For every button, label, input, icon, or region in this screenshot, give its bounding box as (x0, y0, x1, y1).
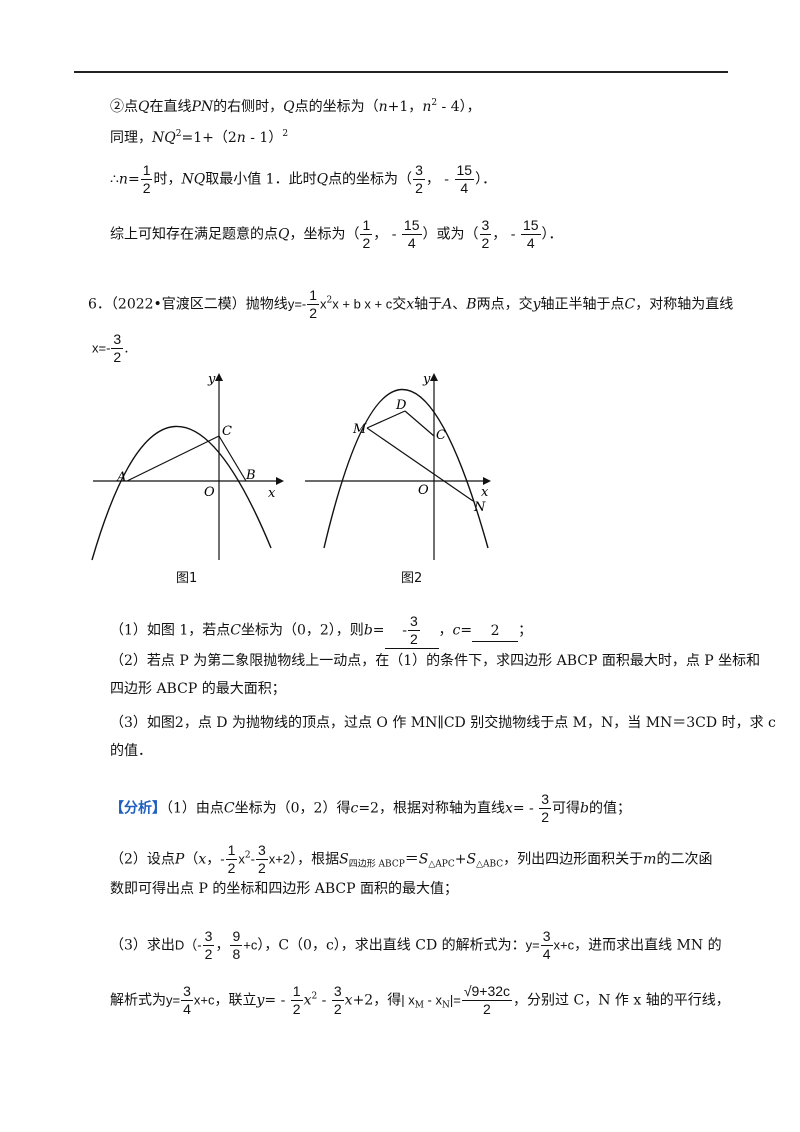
solution-same-line: 同理，NQ2=1+（2n - 1）2 (110, 129, 289, 147)
y-axis-arrow (215, 373, 223, 381)
analysis-line-2b: 数即可得出点 P 的坐标和四边形 ABCP 面积的最大值； (110, 881, 459, 897)
label-M: M (352, 422, 367, 437)
x-axis-arrow (483, 477, 491, 485)
analysis-tag: 【分析】 (110, 800, 166, 817)
parabola (91, 425, 272, 561)
label-y: y (422, 372, 431, 387)
question-3-line2: 的值． (110, 743, 152, 759)
label-O: O (204, 485, 215, 500)
x-axis-arrow (276, 477, 284, 485)
figure-2-caption: 图2 (401, 571, 423, 586)
figure-2: y x O C D M N (305, 372, 491, 560)
label-O: O (418, 483, 429, 498)
label-C: C (436, 428, 446, 443)
label-y: y (207, 372, 216, 387)
segment-CB (218, 435, 247, 482)
segment-MD (366, 410, 406, 429)
figure-1-caption: 图1 (176, 571, 198, 586)
label-x: x (268, 486, 276, 501)
question-2-line2: 四边形 ABCP 的最大面积； (110, 681, 286, 697)
question-2-line1: （2）若点 P 为第二象限抛物线上一动点，在（1）的条件下，求四边形 ABCP … (110, 653, 761, 669)
question-3-line1: （3）如图2，点 D 为抛物线的顶点，过点 O 作 MN∥CD 别交抛物线于点 … (110, 715, 776, 731)
label-C: C (222, 424, 232, 439)
solution-case2-line: ②点Q在直线PN的右侧时，Q点的坐标为（n+1，n2 - 4）， (110, 98, 481, 116)
answer-blank-c: 2 (472, 621, 519, 642)
segment-MN (366, 427, 474, 502)
figure-1: y x O A B C (91, 372, 284, 561)
label-x: x (481, 485, 489, 500)
header-rule (74, 71, 728, 73)
parabola (323, 389, 489, 549)
label-A: A (116, 470, 126, 485)
y-axis-arrow (430, 373, 438, 381)
label-N: N (473, 500, 486, 515)
segment-AC (126, 435, 220, 482)
label-D: D (395, 398, 407, 413)
label-B: B (245, 468, 256, 483)
segment-DC (404, 410, 435, 437)
